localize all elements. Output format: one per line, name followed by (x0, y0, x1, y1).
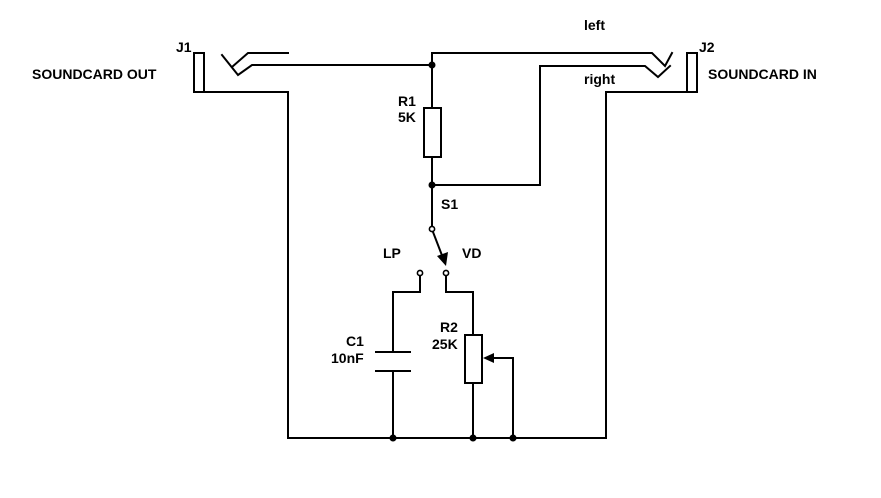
switch-s1-lp-label: LP (383, 245, 401, 261)
wire-r2-wiper-to-ground (491, 357, 514, 439)
jack-j1-tip-lower (220, 53, 291, 77)
jack-j1-body (193, 52, 205, 93)
junctions (389, 61, 517, 442)
junction-dot (428, 181, 436, 189)
switch-s1-ref: S1 (441, 196, 458, 212)
resistor-r1 (423, 107, 442, 158)
junction-dot (469, 434, 477, 442)
junction-dot (389, 434, 397, 442)
capacitor-c1 (375, 351, 411, 372)
potentiometer-r2-wiper-arrow (483, 353, 494, 363)
jack-j2-right-channel-label: right (584, 71, 615, 87)
switch-s1 (416, 225, 450, 277)
jack-j1 (193, 52, 291, 93)
switch-s1-vd-label: VD (462, 245, 481, 261)
jack-j1-label: SOUNDCARD OUT (32, 66, 157, 82)
jack-j1-ref: J1 (176, 39, 192, 55)
wire-ground-loop (287, 91, 607, 439)
switch-s1-blade (431, 230, 445, 260)
potentiometer-r2 (464, 334, 494, 384)
capacitor-c1-ref: C1 (346, 333, 364, 349)
junction-dot (509, 434, 517, 442)
jack-j1-tip-upper (230, 52, 289, 69)
resistor-r1-value: 5K (398, 109, 416, 125)
resistor-r1-ref: R1 (398, 93, 416, 109)
capacitor-c1-value: 10nF (331, 350, 364, 366)
wire-node-to-j2-right (431, 65, 541, 186)
switch-s1-common-terminal (428, 225, 436, 233)
wires (287, 52, 607, 439)
switch-s1-arrow (437, 252, 448, 266)
switch-s1-vd-terminal (442, 269, 450, 277)
jack-j2-right-contact (539, 64, 672, 79)
jack-j2-left-channel-label: left (584, 17, 605, 33)
jack-j2-body (686, 52, 698, 93)
wire-vd-to-r2 (445, 274, 474, 336)
jack-j2-left-contact (431, 51, 674, 68)
junction-dot (428, 61, 436, 69)
jack-j2-label: SOUNDCARD IN (708, 66, 817, 82)
potentiometer-r2-body (464, 334, 483, 384)
jack-j2 (431, 51, 698, 93)
potentiometer-r2-ref: R2 (440, 319, 458, 335)
switch-s1-lp-terminal (416, 269, 424, 277)
potentiometer-r2-value: 25K (432, 336, 458, 352)
jack-j2-ref: J2 (699, 39, 715, 55)
wire-lp-to-c1 (392, 274, 421, 353)
